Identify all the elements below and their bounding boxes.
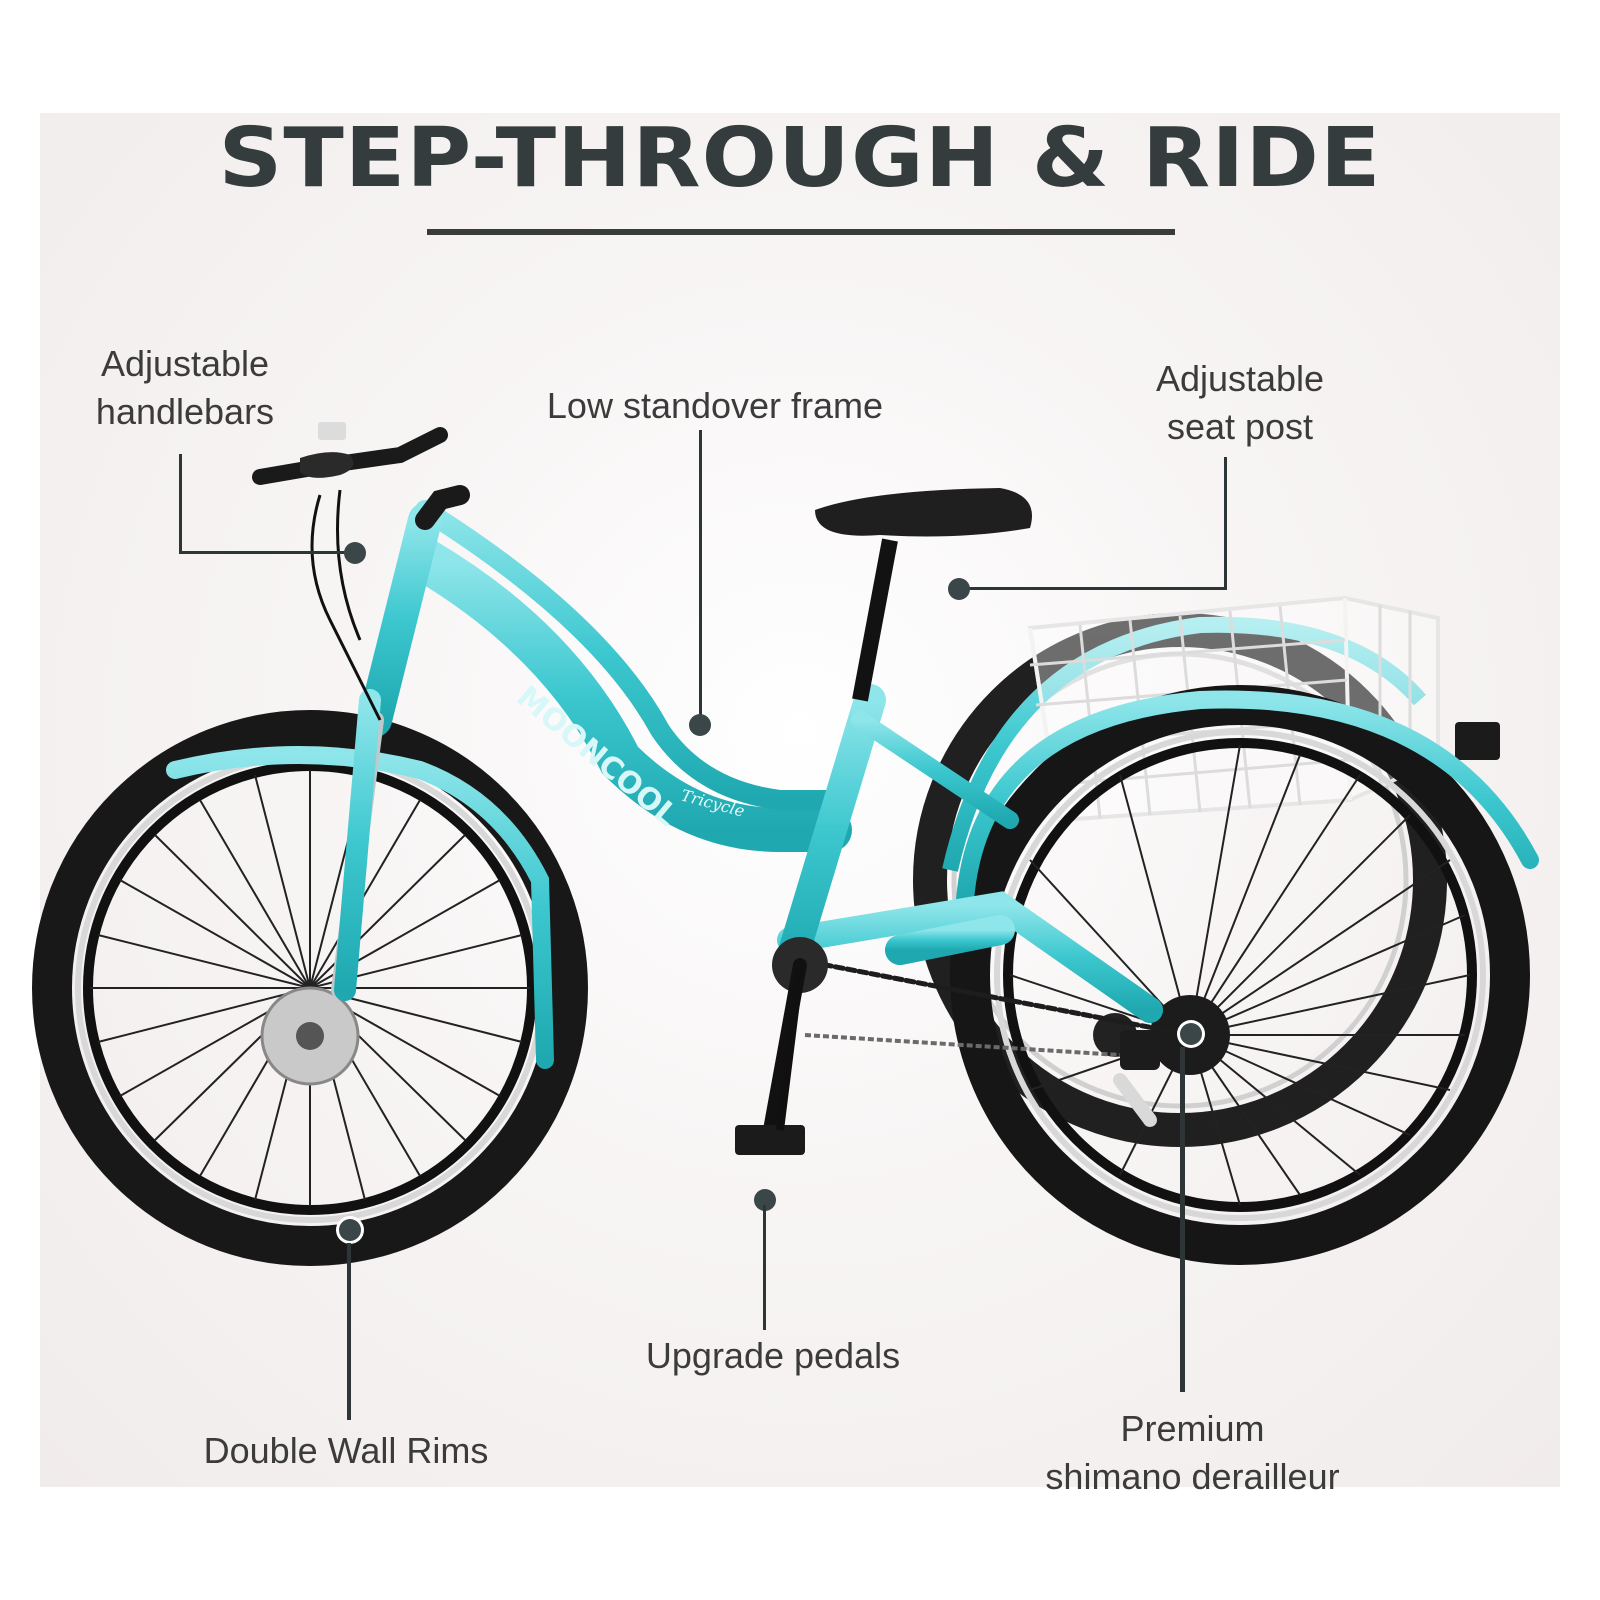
callout-seat-post-line2: seat post — [1166, 406, 1314, 447]
callout-line-handlebars-v — [179, 454, 182, 554]
front-wheel — [32, 710, 588, 1266]
callout-seat-post-line1: Adjustable — [1155, 358, 1325, 399]
rims-marker-dot-icon — [339, 1219, 361, 1241]
callout-line-pedals — [763, 1205, 766, 1330]
derailleur — [1120, 1030, 1160, 1070]
callout-line-rims — [347, 1243, 351, 1420]
tricycle-frame — [331, 500, 1193, 1038]
frame-marker-dot-icon — [689, 714, 711, 736]
callout-line-seat-post-v — [1224, 457, 1227, 590]
callout-derailleur-line2: shimano derailleur — [1045, 1456, 1340, 1497]
handlebars-marker-dot-icon — [344, 542, 366, 564]
headline-divider — [427, 229, 1175, 235]
pedals-marker-dot-icon — [754, 1189, 776, 1211]
callout-label-derailleur: Premium shimano derailleur — [1020, 1405, 1365, 1501]
seat-post-marker-dot-icon — [948, 578, 970, 600]
callout-label-frame: Low standover frame — [546, 385, 884, 426]
callout-line-handlebars-h — [179, 551, 355, 554]
callout-derailleur-line1: Premium — [1120, 1408, 1265, 1449]
callout-label-pedals: Upgrade pedals — [645, 1335, 901, 1376]
callout-line-frame — [699, 430, 702, 723]
callout-label-rims: Double Wall Rims — [203, 1430, 489, 1471]
callout-label-seat-post: Adjustable seat post — [1140, 355, 1340, 451]
derailleur-marker-dot-icon — [1180, 1023, 1202, 1045]
callout-label-handlebars: Adjustable handlebars — [85, 340, 285, 436]
pedal — [735, 1125, 805, 1155]
callout-line-derailleur — [1180, 1047, 1185, 1392]
page-headline: STEP-THROUGH & RIDE — [218, 111, 1382, 206]
callout-handlebars-line1: Adjustable — [100, 343, 270, 384]
saddle — [815, 488, 1032, 537]
callout-handlebars-line2: handlebars — [95, 391, 275, 432]
callout-line-seat-post-h — [963, 587, 1227, 590]
